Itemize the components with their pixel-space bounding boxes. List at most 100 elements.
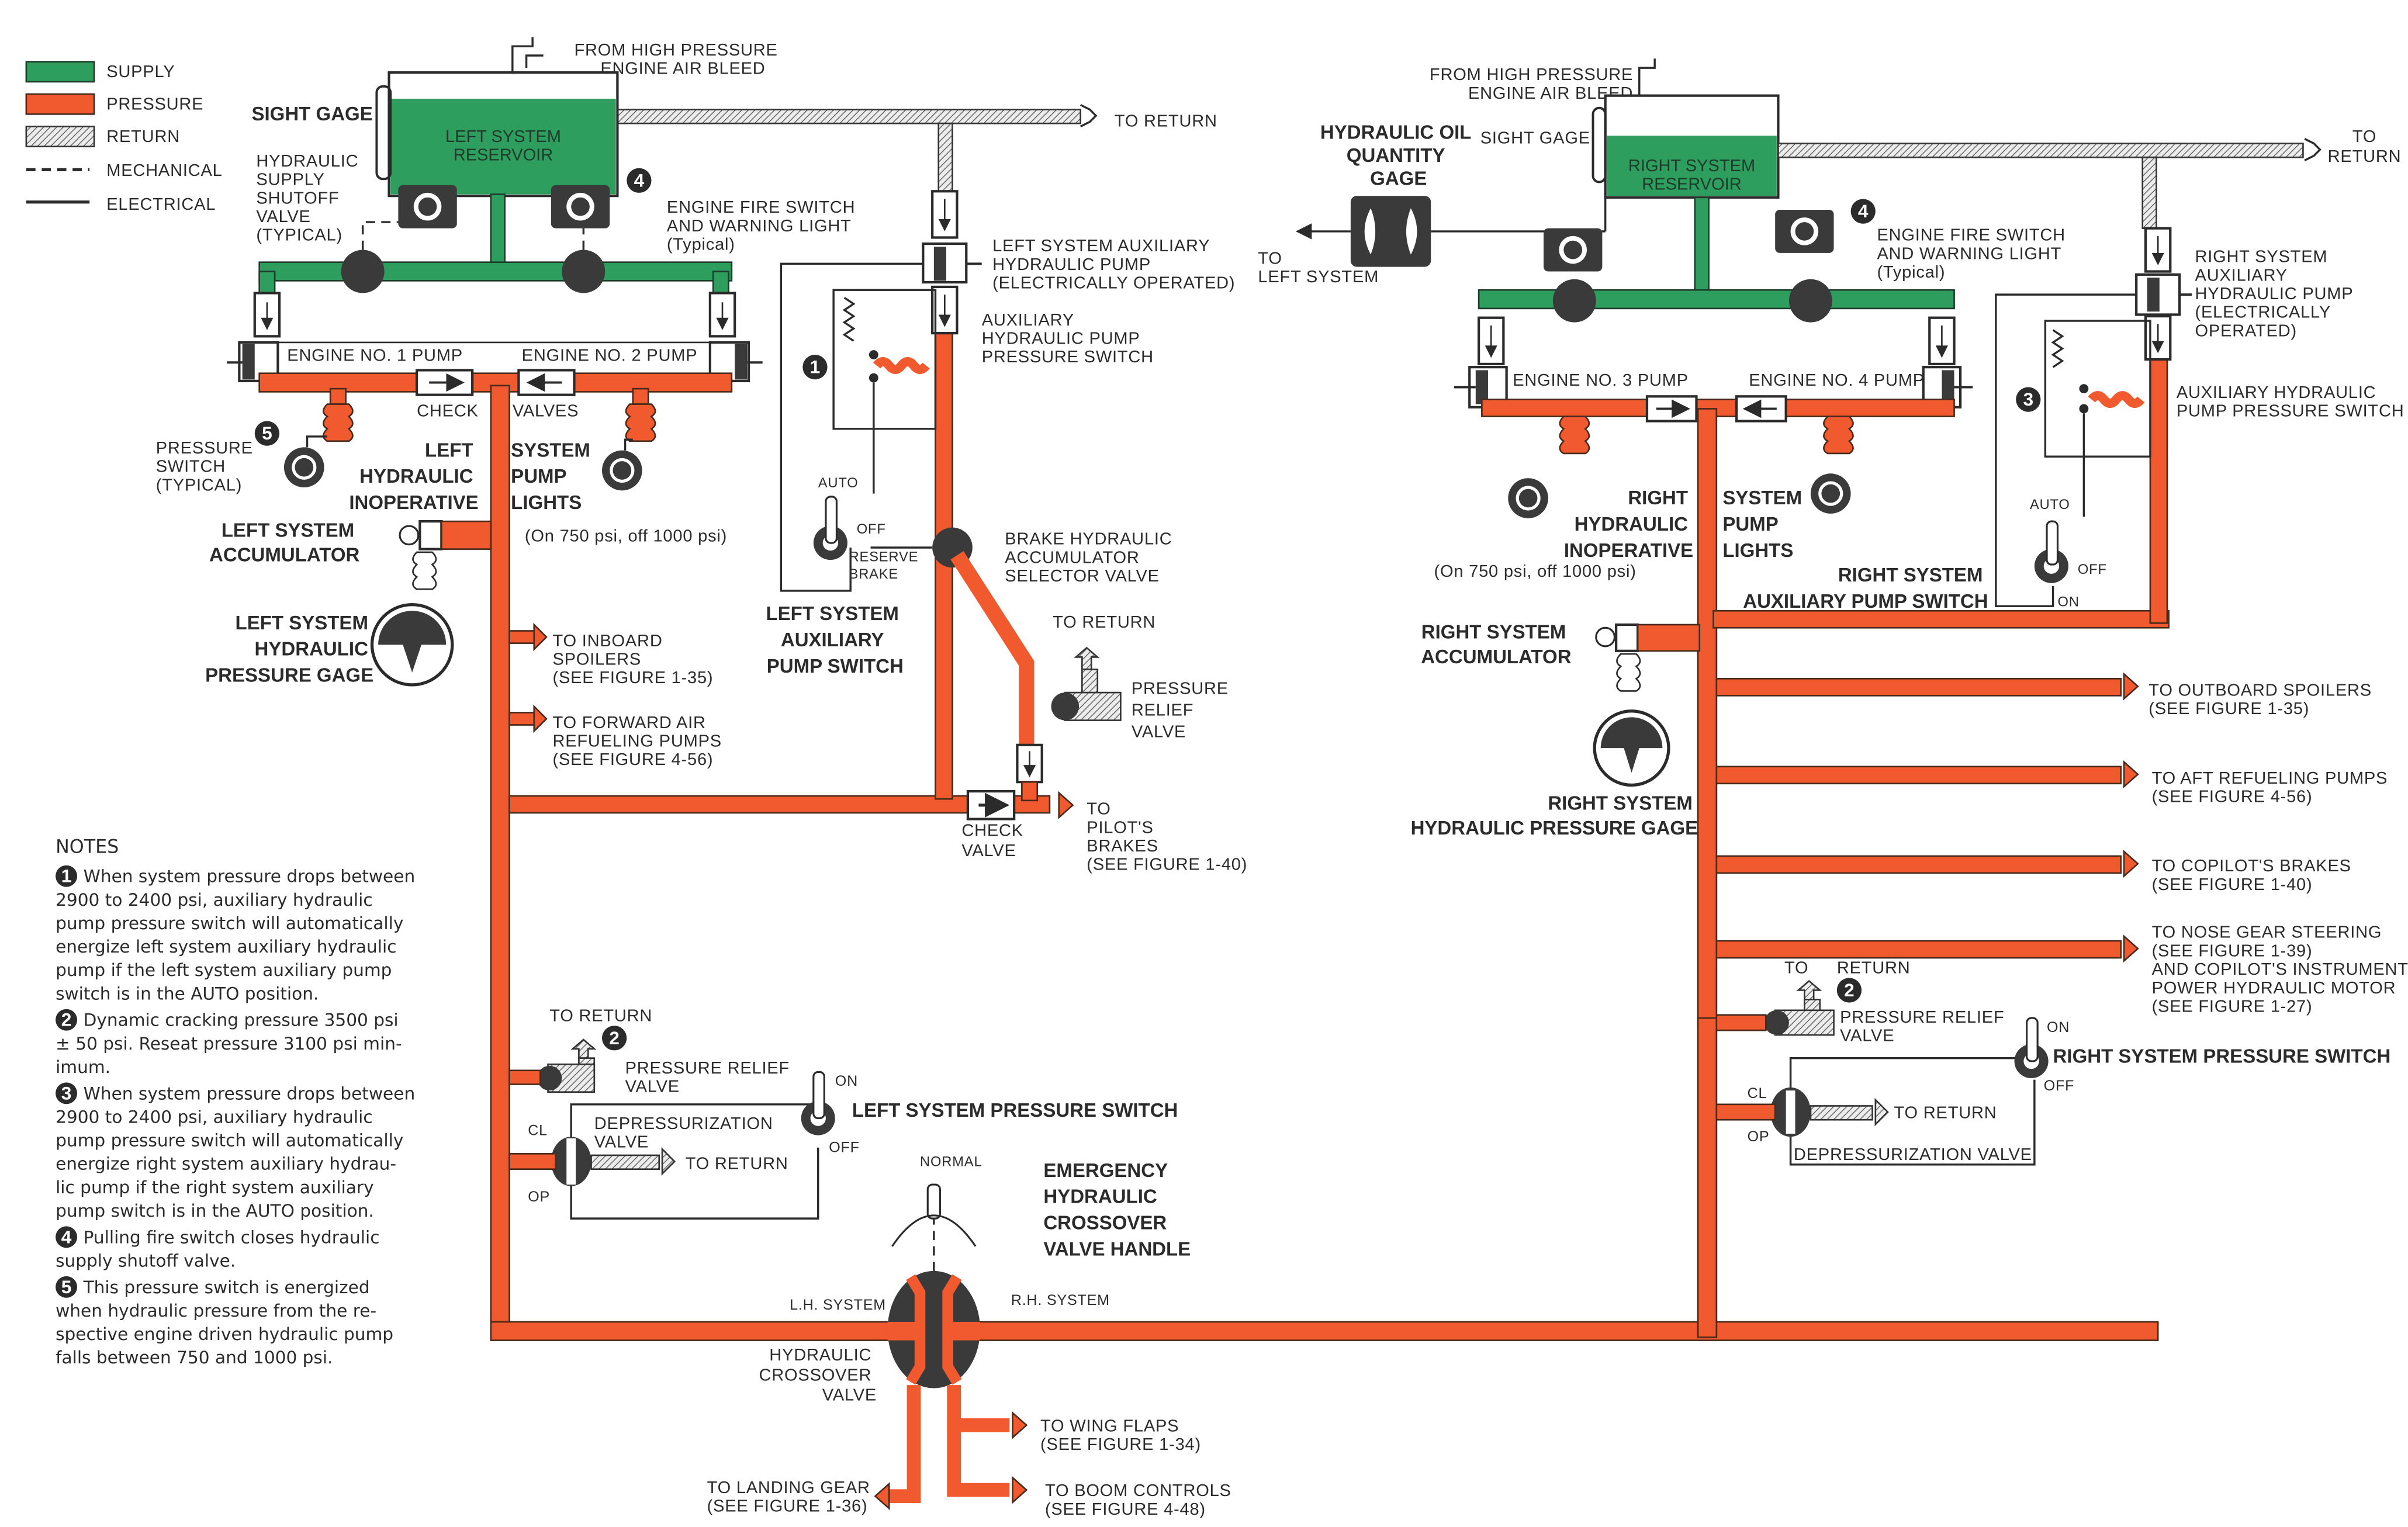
check-valve bbox=[517, 369, 576, 396]
fire-switch-icon bbox=[551, 185, 610, 228]
legend-item-pressure: PRESSURE bbox=[25, 93, 203, 115]
note-number: 4 bbox=[61, 1226, 72, 1247]
left-pressure-switch-label: LEFT SYSTEM PRESSURE SWITCH bbox=[852, 1099, 1178, 1121]
note-line: Pulling fire switch closes hydraulic bbox=[84, 1227, 380, 1247]
left-aux-pump-switch[interactable] bbox=[813, 496, 847, 560]
check-valve bbox=[415, 369, 474, 396]
right-depressurization-valve bbox=[1715, 1087, 1889, 1137]
note-number: 5 bbox=[61, 1276, 72, 1297]
fire-switch-icon bbox=[398, 185, 457, 228]
left-aux-pump-label: LEFT SYSTEM AUXILIARY HYDRAULIC PUMP (EL… bbox=[992, 237, 1235, 292]
note-number-badge bbox=[56, 1082, 78, 1104]
pressure-switch-label: PRESSURE SWITCH (TYPICAL) bbox=[156, 439, 258, 494]
outlet-arrow-icon bbox=[533, 704, 548, 733]
svg-text:RESERVE BRAKE: RESERVE BRAKE bbox=[849, 549, 923, 582]
outlet-arrow-icon bbox=[2123, 760, 2139, 789]
right-accumulator bbox=[1595, 623, 1701, 692]
brake-check-valve bbox=[966, 790, 1016, 820]
left-air-bleed-line bbox=[511, 37, 534, 73]
left-pressure-lines bbox=[258, 372, 733, 1335]
note-line: spective engine driven hydraulic pump bbox=[56, 1324, 393, 1344]
right-sight-gage-label: SIGHT GAGE bbox=[1480, 129, 1590, 147]
left-reservoir: LEFT SYSTEM RESERVOIR bbox=[375, 71, 619, 198]
note-line: switch is in the AUTO position. bbox=[56, 984, 319, 1003]
note-line: energize left system auxiliary hydraulic bbox=[56, 937, 396, 957]
left-psi-note: (On 750 psi, off 1000 psi) bbox=[525, 527, 727, 545]
outlet-arrow-icon bbox=[874, 1482, 890, 1511]
svg-text:OFF: OFF bbox=[2078, 562, 2107, 577]
engine-pump-4 bbox=[1922, 316, 1973, 408]
right-aux-pump-switch-label: RIGHT SYSTEM AUXILIARY PUMP SWITCH bbox=[1743, 564, 1988, 612]
brake-check-label: CHECK VALVE bbox=[961, 822, 1028, 860]
outlet-arrow-icon bbox=[2123, 672, 2139, 701]
left-fire-switch-label: ENGINE FIRE SWITCH AND WARNING LIGHT (Ty… bbox=[667, 198, 860, 254]
left-relief-valve bbox=[508, 1038, 597, 1093]
right-aux-pump bbox=[2135, 227, 2192, 361]
svg-text:PRESSURE: PRESSURE bbox=[106, 95, 203, 113]
note-line: When system pressure drops between bbox=[84, 1083, 416, 1103]
svg-text:ON: ON bbox=[2047, 1019, 2070, 1036]
fire-switch-icon bbox=[1544, 228, 1603, 272]
svg-text:OFF: OFF bbox=[829, 1140, 860, 1156]
right-depress-label: DEPRESSURIZATION VALVE bbox=[1794, 1145, 2032, 1164]
fwd-refuel-label: TO FORWARD AIR REFUELING PUMPS (SEE FIGU… bbox=[552, 714, 726, 769]
fire-switch-icon bbox=[1775, 209, 1834, 253]
sight-gage-tube bbox=[375, 85, 392, 181]
svg-text:OFF: OFF bbox=[2044, 1078, 2075, 1094]
brake-check-valve-vertical bbox=[1016, 743, 1043, 784]
to-left-system-label: TO LEFT SYSTEM bbox=[1258, 249, 1379, 286]
svg-text:OP: OP bbox=[528, 1189, 550, 1205]
valves-label: VALVES bbox=[513, 402, 579, 421]
note-badge-4: 4 bbox=[1850, 199, 1876, 224]
crossover-valve-handle[interactable] bbox=[891, 1183, 977, 1271]
left-shutoff-valve-1 bbox=[341, 250, 385, 293]
pump-2-label: ENGINE NO. 2 PUMP bbox=[522, 347, 698, 365]
svg-text:4: 4 bbox=[634, 169, 645, 191]
pump-light-icon bbox=[283, 435, 327, 488]
copilot-brakes-label: TO COPILOT'S BRAKES (SEE FIGURE 1-40) bbox=[2152, 857, 2357, 894]
svg-text:R.H. SYSTEM: R.H. SYSTEM bbox=[1011, 1292, 1110, 1308]
left-aux-pressure-switch-label: AUXILIARY HYDRAULIC PUMP PRESSURE SWITCH bbox=[982, 311, 1154, 366]
svg-text:LEFT SYSTEM: LEFT SYSTEM bbox=[445, 127, 561, 146]
svg-text:RESERVOIR: RESERVOIR bbox=[1642, 175, 1742, 194]
right-pressure-switch[interactable] bbox=[2014, 1017, 2049, 1078]
svg-text:AUTO: AUTO bbox=[2030, 497, 2070, 513]
svg-text:CL: CL bbox=[528, 1123, 548, 1139]
pump-3-label: ENGINE NO. 3 PUMP bbox=[1513, 371, 1689, 390]
check-valve bbox=[1735, 395, 1787, 423]
aft-refuel-label: TO AFT REFUELING PUMPS (SEE FIGURE 4-56) bbox=[2152, 769, 2393, 806]
left-aux-pump bbox=[922, 190, 982, 335]
note-line: ± 50 psi. Reseat pressure 3100 psi min- bbox=[56, 1034, 402, 1054]
svg-text:OFF: OFF bbox=[857, 521, 886, 537]
svg-text:AUTO: AUTO bbox=[818, 475, 859, 491]
engine-pump-1 bbox=[227, 292, 281, 383]
svg-text:ON: ON bbox=[2057, 594, 2079, 610]
check-valve bbox=[1645, 395, 1698, 423]
note-badge-1: 1 bbox=[802, 355, 828, 380]
left-pressure-switch[interactable] bbox=[801, 1071, 835, 1135]
svg-text:ON: ON bbox=[835, 1073, 858, 1089]
outlet-arrow-icon bbox=[1058, 791, 1074, 819]
brake-to-return-label: TO RETURN bbox=[1053, 613, 1155, 632]
left-relief-label: PRESSURE RELIEF VALVE bbox=[625, 1059, 795, 1096]
engine-pump-3 bbox=[1454, 316, 1508, 408]
legend-item-return: RETURN bbox=[25, 126, 180, 148]
svg-text:RETURN: RETURN bbox=[106, 127, 180, 146]
note-line: pump switch is in the AUTO position. bbox=[56, 1201, 374, 1221]
right-pump-lights-label: SYSTEM PUMP LIGHTS bbox=[1722, 487, 1807, 561]
boom-controls-label: TO BOOM CONTROLS (SEE FIGURE 4-48) bbox=[1045, 1481, 1237, 1519]
spring-icon bbox=[2051, 329, 2064, 368]
left-accumulator-label: LEFT SYSTEM ACCUMULATOR bbox=[209, 520, 359, 566]
right-relief-label: PRESSURE RELIEF VALVE bbox=[1840, 1008, 2009, 1045]
right-branch-lines bbox=[1715, 672, 2139, 963]
normal-label: NORMAL bbox=[920, 1154, 982, 1169]
note-line: supply shutoff valve. bbox=[56, 1251, 236, 1270]
note-number: 3 bbox=[61, 1082, 72, 1103]
right-aux-pump-switch[interactable] bbox=[2034, 520, 2068, 583]
left-accumulator bbox=[399, 520, 492, 590]
return-fitting-icon bbox=[1080, 103, 1098, 127]
pump-light-icon bbox=[602, 438, 642, 491]
